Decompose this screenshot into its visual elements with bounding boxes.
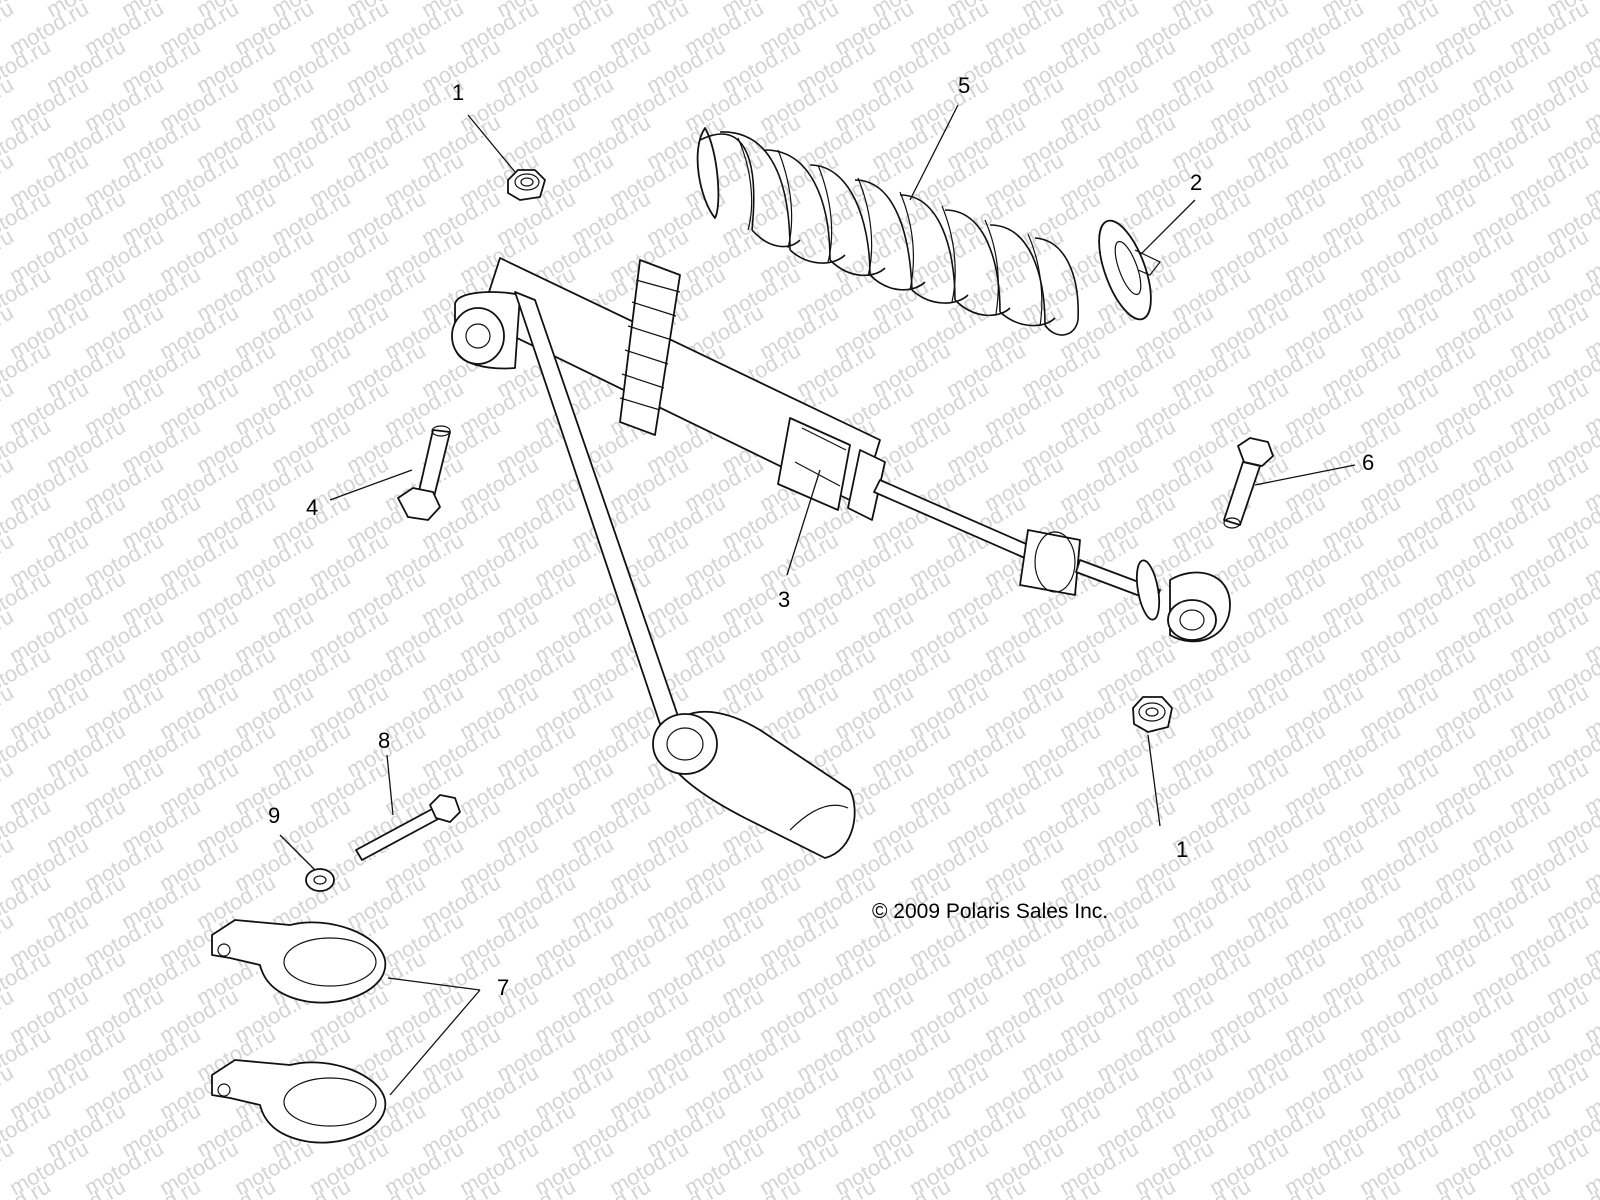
coil-spring	[696, 127, 1079, 336]
callout-labels: 1 5 2 4 3 6 8 9 1 7	[268, 73, 1374, 1000]
clamp-lower	[211, 1059, 387, 1144]
bolt-long	[355, 794, 461, 861]
bolt-left	[397, 425, 451, 521]
clamp-upper	[211, 919, 387, 1004]
callout-5: 5	[958, 73, 970, 98]
copyright-notice: © 2009 Polaris Sales Inc.	[872, 900, 1108, 923]
callout-1-top: 1	[452, 80, 464, 105]
callout-2: 2	[1190, 170, 1202, 195]
shock-absorber	[451, 257, 1231, 859]
callout-6: 6	[1362, 450, 1374, 475]
callout-7: 7	[497, 975, 509, 1000]
washer	[305, 868, 335, 892]
callout-9: 9	[268, 803, 280, 828]
lock-nut-top	[507, 169, 546, 201]
lock-nut-bottom	[1132, 696, 1173, 733]
callout-8: 8	[378, 728, 390, 753]
spring-retainer-clip	[1098, 219, 1161, 321]
callout-3: 3	[778, 587, 790, 612]
callout-1-bottom: 1	[1176, 837, 1188, 862]
callout-4: 4	[306, 495, 318, 520]
